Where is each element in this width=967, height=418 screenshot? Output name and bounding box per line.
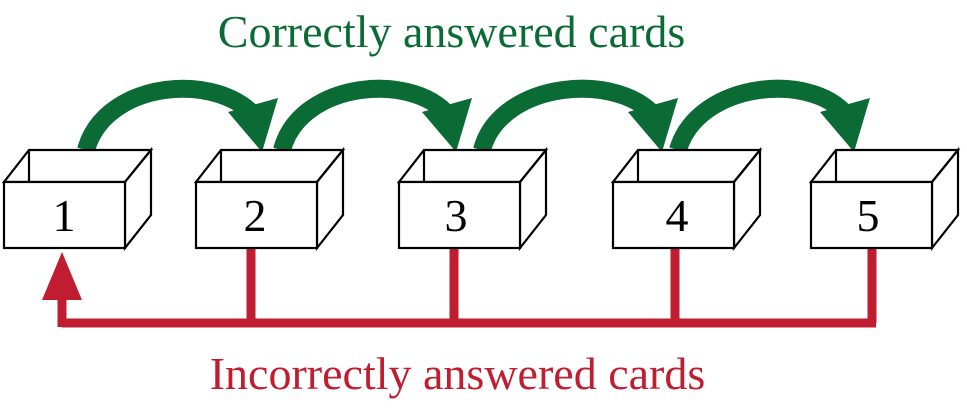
box-4: 4 [610,146,763,252]
incorrect-arrowhead-1 [42,252,82,300]
box-label-1: 1 [53,190,76,241]
correct-arrowhead-3 [422,98,472,152]
box-5: 5 [808,146,961,252]
correct-arrowhead-2 [228,98,278,152]
correct-arrowhead-5 [820,98,870,152]
correct-arrow-2-to-3 [273,79,460,153]
box-label-5: 5 [857,190,880,241]
incorrect-cards-caption: Incorrectly answered cards [209,348,706,399]
correct-arrowhead-4 [628,98,678,152]
correct-arrow-3-to-4 [473,79,666,153]
box-label-3: 3 [445,190,468,241]
box-label-2: 2 [244,190,267,241]
box-3: 3 [396,146,549,252]
correct-cards-caption: Correctly answered cards [217,6,686,57]
correct-arrows [77,79,870,154]
incorrect-arrows [57,248,877,328]
box-1: 1 [1,146,154,252]
box-2: 2 [193,146,346,252]
correct-arrow-4-to-5 [669,79,858,154]
correct-arrow-1-to-2 [77,79,266,153]
box-label-4: 4 [666,190,689,241]
